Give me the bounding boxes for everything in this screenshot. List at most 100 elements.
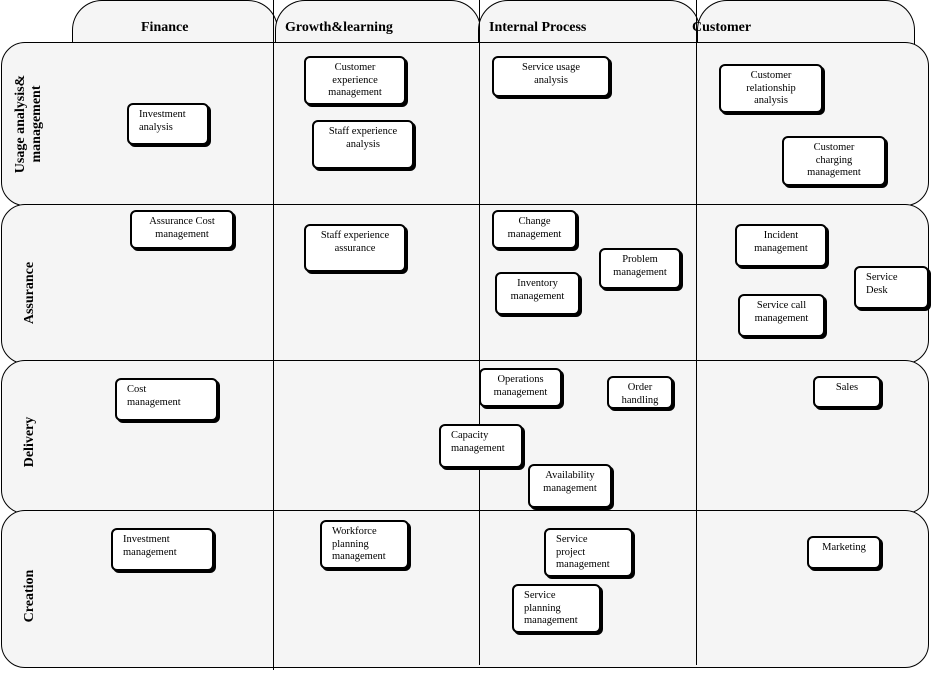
box-incident-management: Incident management <box>735 224 827 267</box>
box-line: Service call <box>756 300 807 311</box>
row-label-delivery: Delivery <box>22 407 38 477</box>
box-line: analysis <box>346 138 380 150</box>
box-workforce-planning-management: Workforce planning management <box>320 520 409 569</box>
box-line: management <box>754 312 809 324</box>
box-line: Customer <box>334 62 376 73</box>
box-line: management <box>807 167 861 178</box>
box-staff-experience-analysis: Staff experience analysis <box>312 120 414 169</box>
box-line: Capacity <box>451 430 489 441</box>
box-customer-relationship-analysis: Customer relationship analysis <box>719 64 823 113</box>
box-line: Staff experience <box>328 126 398 137</box>
box-capacity-management: Capacity management <box>439 424 523 468</box>
box-line: management <box>556 559 610 570</box>
row-label-usage-analysis: Usage analysis& management <box>13 64 47 184</box>
box-line: analysis <box>139 121 173 133</box>
column-header-customer <box>697 0 915 45</box>
box-operations-management: Operations management <box>479 368 562 407</box>
column-divider-3 <box>696 0 697 665</box>
row-label-assurance: Assurance <box>22 253 38 333</box>
box-line: Cost <box>127 384 147 395</box>
box-line: Incident <box>763 230 799 241</box>
box-line: Problem <box>622 254 658 265</box>
box-line: management <box>493 386 548 398</box>
box-line: project <box>556 546 586 558</box>
box-line: Assurance Cost <box>149 216 215 227</box>
box-inventory-management: Inventory management <box>495 272 580 315</box>
box-service-desk: Service Desk <box>854 266 929 309</box>
row-label-assurance-text: Assurance <box>22 261 37 325</box>
row-label-creation-text: Creation <box>22 569 37 623</box>
box-change-management: Change management <box>492 210 577 249</box>
box-line: management <box>332 551 386 562</box>
box-line: management <box>451 442 505 454</box>
column-label-growth-learning: Growth&learning <box>285 20 393 35</box>
box-line: planning <box>332 538 369 550</box>
box-line: management <box>328 87 382 98</box>
box-line: Availability <box>545 470 595 481</box>
box-line: Customer <box>813 142 855 153</box>
box-line: planning <box>524 602 561 614</box>
box-service-planning-management: Service planning management <box>512 584 601 633</box>
box-service-usage-analysis: Service usage analysis <box>492 56 610 97</box>
box-line: Investment <box>139 109 186 120</box>
box-availability-management: Availability management <box>528 464 612 508</box>
column-divider-1 <box>273 0 274 670</box>
column-header-growth-learning <box>275 0 481 45</box>
box-line: analysis <box>534 74 568 86</box>
column-label-finance: Finance <box>141 20 189 35</box>
column-header-finance <box>72 0 278 45</box>
box-line: experience <box>332 74 378 86</box>
box-line: Desk <box>866 284 888 296</box>
box-line: Service <box>866 272 898 283</box>
column-header-internal-process <box>478 0 700 45</box>
box-line: relationship <box>746 82 796 94</box>
row-label-usage-analysis-line2: management <box>29 85 44 163</box>
box-line: management <box>155 228 209 240</box>
column-divider-2 <box>479 0 480 665</box>
box-line: management <box>510 290 565 302</box>
box-line: Service <box>556 534 588 545</box>
box-line: assurance <box>334 242 376 254</box>
box-line: management <box>754 242 808 254</box>
box-line: management <box>543 482 597 494</box>
box-line: Workforce <box>332 526 377 537</box>
box-cost-management: Cost management <box>115 378 218 421</box>
box-line: management <box>507 228 562 240</box>
box-line: Inventory <box>517 278 558 289</box>
box-staff-experience-assurance: Staff experience assurance <box>304 224 406 272</box>
box-order-handling: Order handling <box>607 376 673 409</box>
box-investment-management: Investment management <box>111 528 214 571</box>
box-line: management <box>524 615 578 626</box>
box-line: Service usage <box>521 62 581 73</box>
box-line: Order <box>627 382 653 393</box>
box-line: Investment <box>123 534 170 545</box>
box-line: Customer <box>750 70 792 81</box>
box-service-project-management: Service project management <box>544 528 633 577</box>
box-problem-management: Problem management <box>599 248 681 289</box>
box-marketing: Marketing <box>807 536 881 569</box>
column-label-internal-process: Internal Process <box>489 20 587 35</box>
box-line: Operations <box>497 374 544 385</box>
box-customer-experience-management: Customer experience management <box>304 56 406 105</box>
box-assurance-cost-management: Assurance Cost management <box>130 210 234 249</box>
box-customer-charging-management: Customer charging management <box>782 136 886 186</box>
box-line: Service <box>524 590 556 601</box>
box-line: management <box>613 266 667 278</box>
box-line: management <box>123 546 177 558</box>
box-service-call-management: Service call management <box>738 294 825 337</box>
box-line: Marketing <box>822 542 866 553</box>
box-line: handling <box>621 394 659 406</box>
box-line: Staff experience <box>320 230 390 241</box>
row-label-creation: Creation <box>22 561 38 631</box>
column-label-customer: Customer <box>692 20 752 35</box>
box-investment-analysis: Investment analysis <box>127 103 209 145</box>
box-line: analysis <box>754 95 788 106</box>
box-line: management <box>127 396 181 408</box>
row-label-delivery-text: Delivery <box>22 416 37 468</box>
box-line: charging <box>815 154 853 166</box>
box-line: Sales <box>835 382 859 393</box>
row-label-usage-analysis-line1: Usage analysis& <box>13 74 28 174</box>
box-line: Change <box>518 216 551 227</box>
box-sales: Sales <box>813 376 881 408</box>
